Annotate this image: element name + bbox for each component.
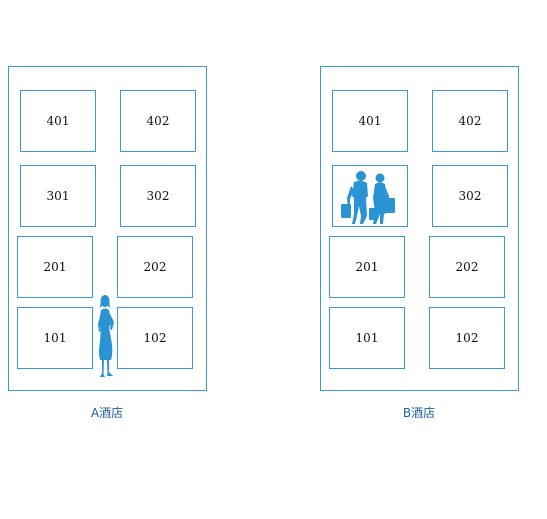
hotel-b-room-401[interactable]: 401 — [332, 90, 408, 152]
hotel-a-room-402[interactable]: 402 — [120, 90, 196, 152]
hotel-a-room-201[interactable]: 201 — [17, 236, 93, 298]
hotel-a-room-102[interactable]: 102 — [117, 307, 193, 369]
hotel-b-room-102[interactable]: 102 — [429, 307, 505, 369]
hotel-b-building — [320, 66, 519, 391]
couple-with-luggage-icon — [341, 171, 395, 224]
hotel-b-room-302[interactable]: 302 — [432, 165, 508, 227]
hotel-a-room-302[interactable]: 302 — [120, 165, 196, 227]
woman-silhouette-icon — [98, 295, 114, 377]
hotel-b-room-201[interactable]: 201 — [329, 236, 405, 298]
hotel-a-building — [8, 66, 207, 391]
hotel-b-room-202[interactable]: 202 — [429, 236, 505, 298]
hotel-a-caption: A酒店 — [90, 406, 124, 420]
hotel-b-room-402[interactable]: 402 — [432, 90, 508, 152]
hotel-b-room-301[interactable] — [332, 165, 408, 227]
hotel-a-room-101[interactable]: 101 — [17, 307, 93, 369]
hotel-a-room-202[interactable]: 202 — [117, 236, 193, 298]
hotel-b-room-101[interactable]: 101 — [329, 307, 405, 369]
hotel-a-room-401[interactable]: 401 — [20, 90, 96, 152]
hotel-b-caption: B酒店 — [402, 406, 436, 420]
hotel-a-room-301[interactable]: 301 — [20, 165, 96, 227]
